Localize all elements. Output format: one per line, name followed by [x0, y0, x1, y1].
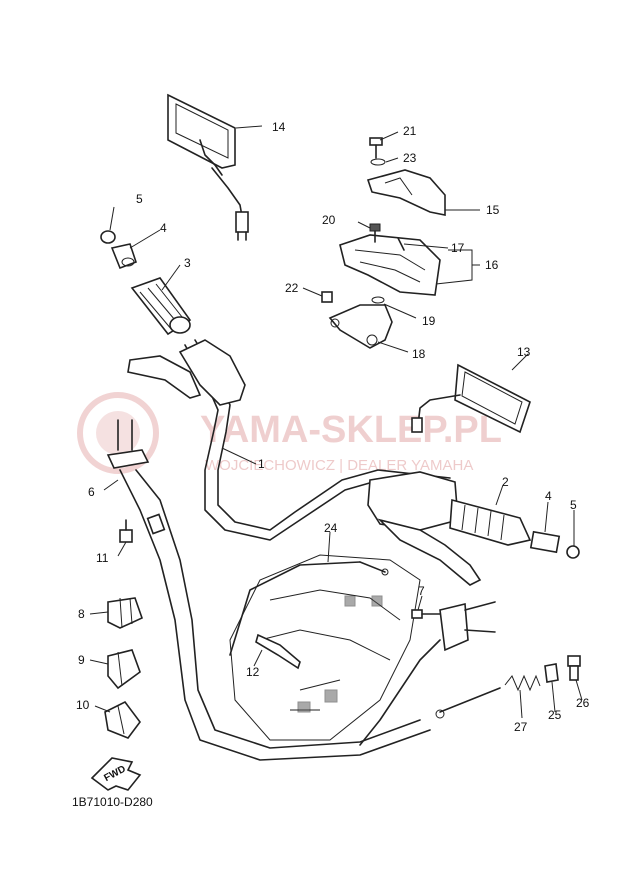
bracket-18[interactable] [328, 304, 393, 349]
label-7: 7 [418, 584, 425, 598]
throttle-cable[interactable] [106, 419, 431, 761]
label-23: 23 [403, 151, 417, 165]
label-6: 6 [88, 485, 95, 499]
watermark-brand: YAMA-SKLEP.PL [200, 409, 502, 451]
label-12: 12 [246, 665, 260, 679]
cable-junction[interactable] [359, 601, 496, 746]
mirror-left[interactable] [167, 93, 249, 241]
watermark-tagline: WOJCIECHOWICZ | DEALER YAMAHA [205, 457, 473, 474]
label-25: 25 [548, 708, 562, 722]
handlebar-holder-upper[interactable] [366, 169, 446, 216]
label-3: 3 [184, 256, 191, 270]
frame-background [229, 554, 421, 741]
label-8: 8 [78, 607, 85, 621]
bolt-11[interactable] [119, 519, 133, 543]
bar-end-weight-left[interactable] [110, 243, 138, 270]
clamp-9[interactable] [107, 649, 141, 690]
grip-left[interactable] [130, 277, 192, 336]
label-1: 1 [258, 457, 265, 471]
clamp-8[interactable] [107, 597, 143, 629]
bolt-7[interactable] [411, 609, 441, 619]
label-4-left: 4 [160, 221, 167, 235]
label-4-right: 4 [545, 489, 552, 503]
label-2: 2 [502, 475, 509, 489]
nut-22[interactable] [321, 291, 333, 303]
part-25[interactable] [544, 663, 559, 683]
handlebar[interactable] [127, 339, 451, 541]
label-24: 24 [324, 521, 338, 535]
label-10: 10 [76, 698, 90, 712]
label-21: 21 [403, 124, 417, 138]
label-26: 26 [576, 696, 590, 710]
bolt-21[interactable] [369, 137, 383, 159]
label-13: 13 [517, 345, 531, 359]
spring-27[interactable] [435, 674, 541, 719]
washer-23[interactable] [370, 158, 386, 166]
throttle-housing-right[interactable] [367, 471, 482, 586]
label-27: 27 [514, 720, 528, 734]
label-11: 11 [96, 551, 109, 565]
cable-24[interactable] [229, 561, 389, 656]
part-12[interactable] [255, 633, 301, 670]
washer-19[interactable] [371, 296, 385, 304]
handlebar-holder-lower[interactable] [339, 234, 441, 296]
bar-end-cap-right[interactable] [566, 545, 580, 559]
fwd-arrow-icon: FWD [90, 757, 142, 791]
bar-end-cap-left[interactable] [100, 230, 116, 244]
grip-right[interactable] [449, 498, 532, 546]
label-17: 17 [451, 241, 465, 255]
part-labels: 14 21 23 15 20 17 16 22 19 18 13 5 4 3 1… [76, 120, 590, 734]
diagram-code: 1B71010-D280 [72, 795, 153, 809]
label-9: 9 [78, 653, 85, 667]
label-20: 20 [322, 213, 336, 227]
label-18: 18 [412, 347, 426, 361]
label-14: 14 [272, 120, 286, 134]
clamp-10[interactable] [104, 700, 141, 739]
leader-lines [89, 125, 583, 719]
mirror-right[interactable] [411, 363, 531, 434]
bar-end-weight-right[interactable] [529, 530, 561, 554]
label-22: 22 [285, 281, 299, 295]
label-16: 16 [485, 258, 499, 272]
part-26[interactable] [567, 655, 581, 681]
watermark: YAMA-SKLEP.PL WOJCIECHOWICZ | DEALER YAM… [77, 392, 502, 474]
label-5-right: 5 [570, 498, 577, 512]
label-19: 19 [422, 314, 436, 328]
label-5-left: 5 [136, 192, 143, 206]
label-15: 15 [486, 203, 500, 217]
